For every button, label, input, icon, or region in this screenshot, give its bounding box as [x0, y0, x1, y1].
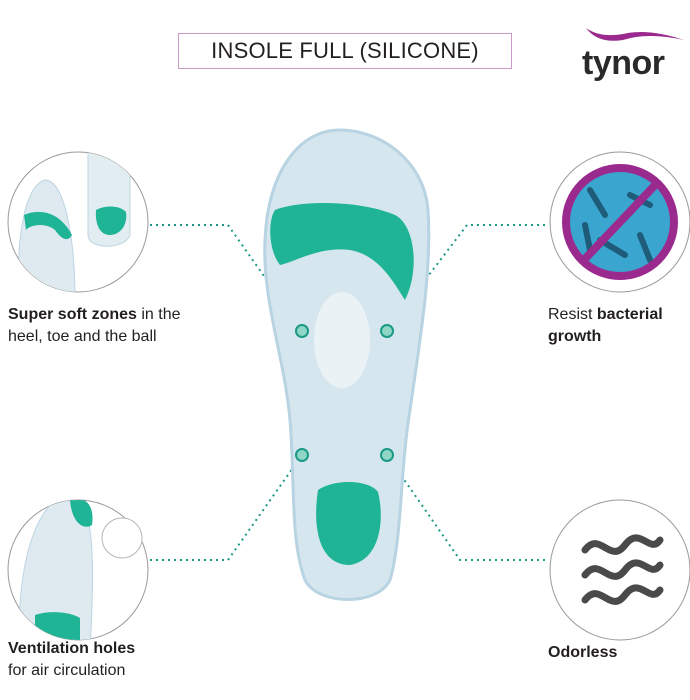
caption-bold: Super soft zones	[8, 306, 137, 323]
caption-bold: Ventilation holes	[8, 640, 136, 657]
caption-text: in the	[136, 306, 181, 323]
bacteria-circle	[549, 151, 690, 293]
caption-line2: heel, toe and the ball	[8, 328, 157, 345]
caption-ventilation: Ventilation holes for air circulation	[8, 638, 135, 682]
tynor-logo: tynor	[578, 22, 688, 84]
soft-zones-circle	[7, 151, 149, 293]
caption-soft-zones: Super soft zones in the heel, toe and th…	[8, 304, 181, 348]
caption-odorless: Odorless	[548, 642, 617, 664]
logo-swoosh-icon	[586, 28, 684, 41]
caption-bacterial: Resist bacterial growth	[548, 304, 663, 348]
product-title: INSOLE FULL (SILICONE)	[178, 33, 512, 69]
caption-line2: growth	[548, 328, 602, 345]
forefoot-gel-pad	[270, 203, 414, 300]
caption-line2: for air circulation	[8, 662, 126, 679]
odorless-circle	[549, 499, 690, 641]
logo-text: tynor	[582, 44, 665, 82]
caption-bold: bacterial	[596, 306, 663, 323]
callout-dots	[295, 324, 394, 462]
heel-gel-pad	[316, 481, 381, 565]
ventilation-circle	[7, 499, 149, 641]
caption-text: Resist	[548, 306, 597, 323]
odor-waves-icon	[581, 534, 664, 605]
caption-bold: Odorless	[548, 644, 618, 661]
insole-image	[263, 128, 431, 601]
